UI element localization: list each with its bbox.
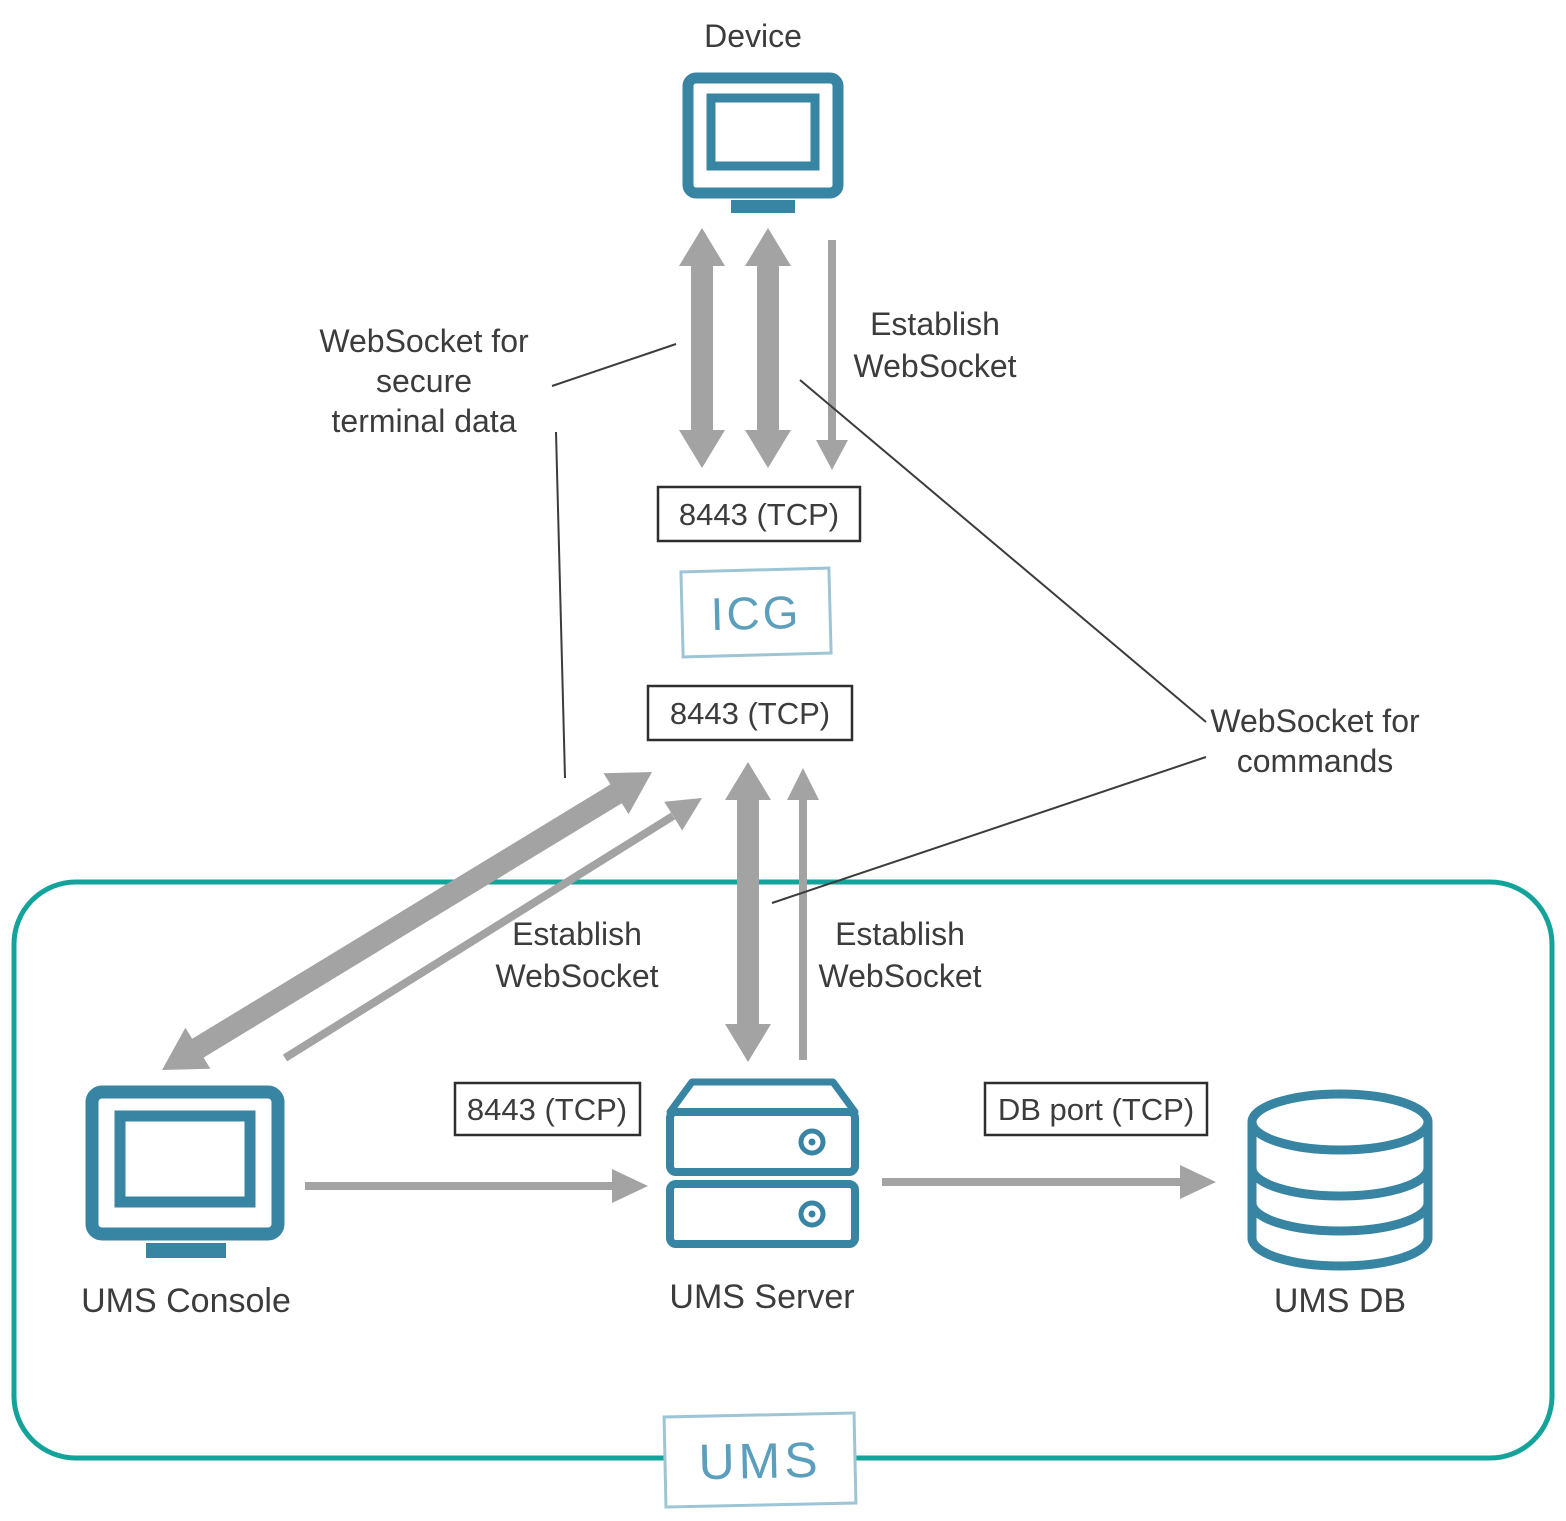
establish-ws-console-line2: WebSocket	[495, 958, 658, 994]
icg-node: ICG	[679, 566, 833, 659]
ws-secure-terminal-annotation: WebSocket for secure terminal data	[319, 323, 677, 779]
port-box-server-db: DB port (TCP)	[983, 1081, 1209, 1137]
ums-console-monitor-icon	[85, 1085, 285, 1258]
thick-double-arrow-console-icg	[162, 772, 652, 1070]
port-device-icg-label: 8443 (TCP)	[679, 497, 839, 532]
port-server-db-label: DB port (TCP)	[998, 1092, 1194, 1127]
device-node: Device	[682, 18, 844, 213]
ws-secure-terminal-line1: WebSocket for	[319, 323, 529, 359]
thick-double-arrow-icg-server	[725, 762, 771, 1062]
ums-db-label: UMS DB	[1274, 1282, 1406, 1320]
device-monitor-icon	[682, 72, 844, 213]
ws-commands-line2: commands	[1237, 743, 1394, 779]
ws-commands-line1: WebSocket for	[1210, 703, 1420, 739]
port-ums-icg-label: 8443 (TCP)	[670, 696, 830, 731]
port-box-ums-icg: 8443 (TCP)	[646, 684, 854, 742]
thin-arrow-server-icg-head	[787, 768, 819, 800]
port-box-console-server: 8443 (TCP)	[453, 1081, 642, 1137]
establish-ws-console-annotation: Establish WebSocket	[495, 916, 658, 994]
ws-secure-terminal-connector-2	[555, 431, 566, 779]
ums-server-node: UMS Server	[666, 1078, 859, 1316]
ws-secure-terminal-line2: secure	[376, 363, 472, 399]
thin-arrow-console-icg-head	[664, 798, 702, 831]
ums-console-label: UMS Console	[81, 1282, 291, 1320]
server-db-arrow	[882, 1165, 1216, 1199]
establish-ws-device-annotation: Establish WebSocket	[853, 306, 1016, 384]
establish-ws-device-line1: Establish	[870, 306, 1000, 342]
ums-server-icon	[666, 1078, 859, 1248]
port-box-device-icg: 8443 (TCP)	[656, 485, 862, 543]
ws-commands-connector-2	[771, 756, 1207, 904]
device-label: Device	[704, 18, 802, 54]
icg-box	[679, 566, 833, 659]
ws-commands-connector-1	[799, 379, 1207, 723]
ws-secure-terminal-line3: terminal data	[332, 403, 517, 439]
arrow-console-server-head	[612, 1169, 648, 1203]
device-icg-arrows	[679, 228, 848, 470]
ws-secure-terminal-connector-1	[551, 343, 677, 387]
establish-ws-server-annotation: Establish WebSocket	[818, 916, 981, 994]
establish-ws-device-line2: WebSocket	[853, 348, 1016, 384]
thick-double-arrow-device-icg-1	[679, 228, 725, 468]
ums-db-node: UMS DB	[1247, 1089, 1433, 1320]
establish-ws-server-line2: WebSocket	[818, 958, 981, 994]
console-icg-arrows	[162, 772, 702, 1070]
ums-zone-label: UMS	[698, 1432, 822, 1491]
thin-arrow-console-icg-shaft	[282, 812, 676, 1062]
ums-console-node: UMS Console	[81, 1085, 291, 1320]
arrow-server-db-head	[1180, 1165, 1216, 1199]
thin-arrow-device-icg-head	[816, 440, 848, 470]
ums-server-label: UMS Server	[669, 1278, 854, 1316]
ws-commands-annotation: WebSocket for commands	[771, 379, 1420, 904]
thick-double-arrow-device-icg-2	[745, 228, 791, 468]
icg-server-arrows	[725, 762, 819, 1062]
ums-zone-label-box: UMS	[662, 1411, 858, 1509]
port-console-server-label: 8443 (TCP)	[467, 1092, 627, 1127]
console-server-arrow	[305, 1169, 648, 1203]
establish-ws-server-line1: Establish	[835, 916, 965, 952]
establish-ws-console-line1: Establish	[512, 916, 642, 952]
icg-label: ICG	[710, 586, 802, 640]
ums-db-database-icon	[1247, 1089, 1433, 1271]
